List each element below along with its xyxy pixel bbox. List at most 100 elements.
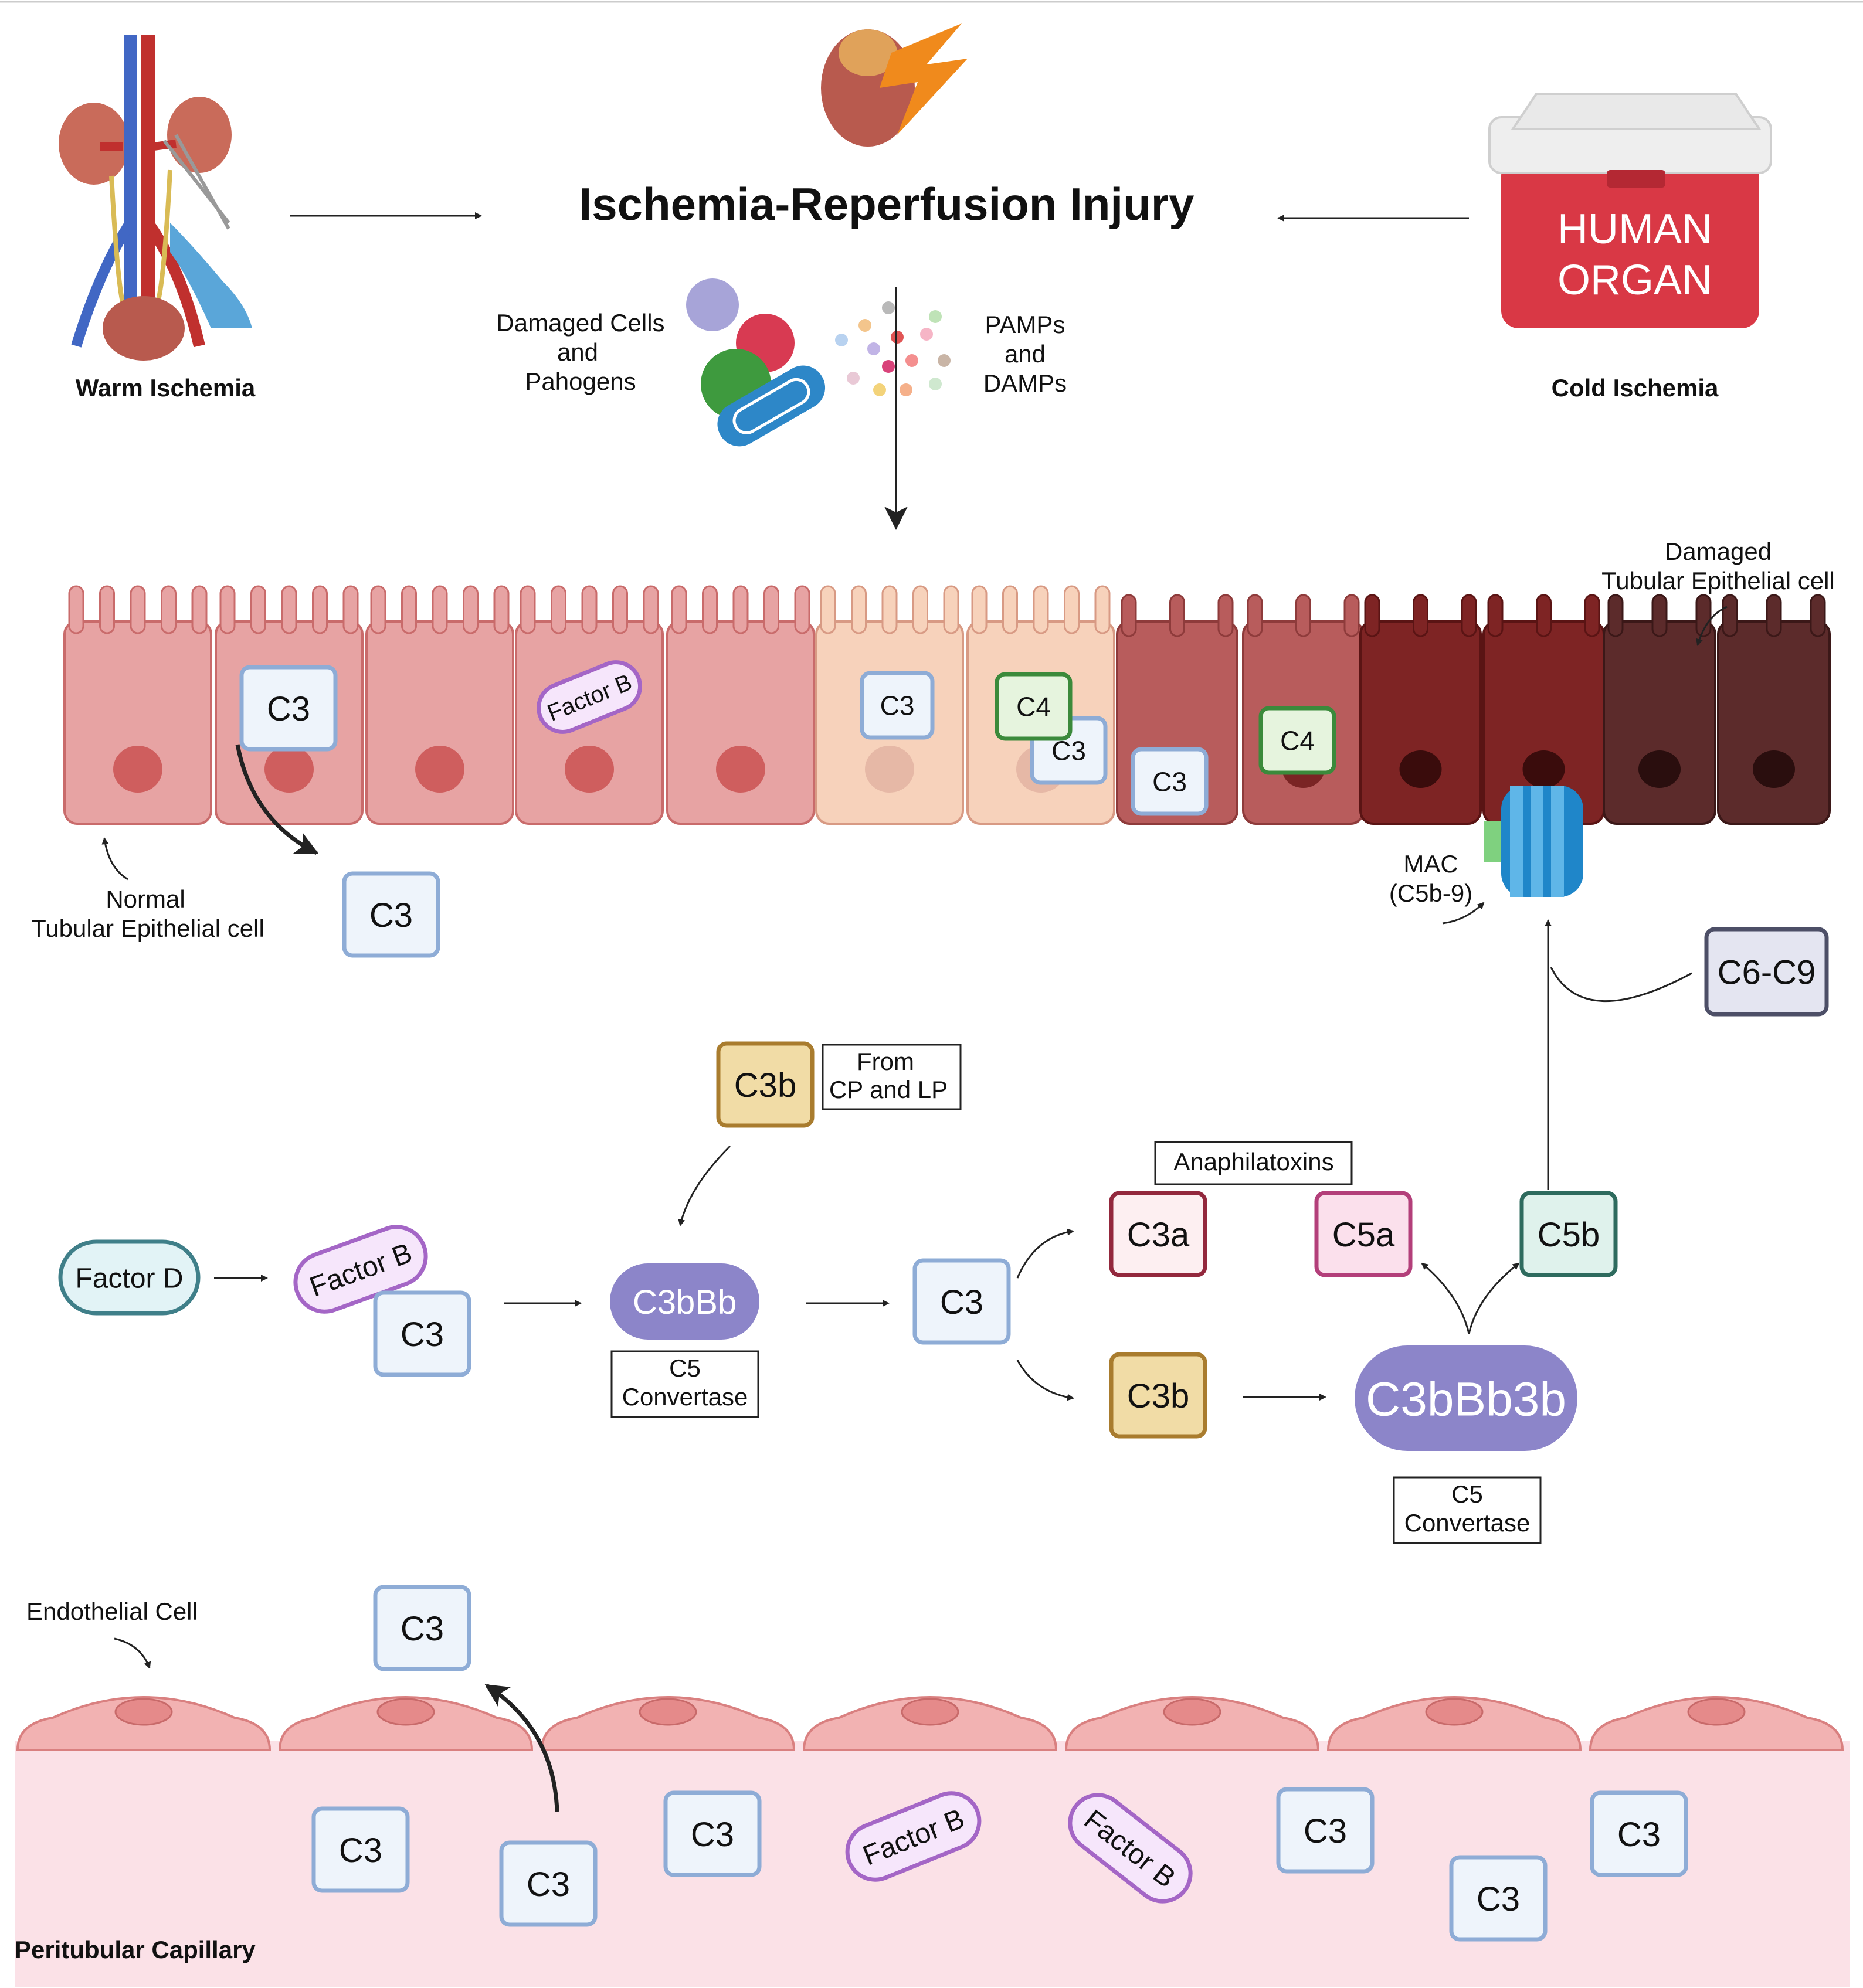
- epithelial-cell: [666, 585, 815, 825]
- c3-label: C3: [880, 691, 915, 721]
- c3-token: C3: [311, 1806, 410, 1893]
- endothelial-pointer: [114, 1637, 151, 1669]
- anaphylatoxins-label: Anaphilatoxins: [1173, 1148, 1333, 1175]
- endothelial-cell: [16, 1696, 272, 1751]
- damaged-cells-line3: Pahogens: [525, 368, 636, 395]
- factor-d-label: Factor D: [75, 1263, 183, 1294]
- c4-token: C4: [1258, 706, 1336, 775]
- epithelial-cell: [1717, 594, 1831, 825]
- endothelial-cell: [278, 1696, 534, 1751]
- convertase-label: C3bBb: [633, 1283, 737, 1321]
- peritubular-capillary: [15, 1741, 1850, 1987]
- warm-ischemia-illustration: [59, 35, 252, 361]
- c3-token: C3: [499, 1840, 598, 1927]
- c3-to-c3b-arrow: [1016, 1360, 1074, 1401]
- c3-label: C3: [1617, 1816, 1661, 1854]
- convertase-box-1: [610, 1350, 759, 1418]
- from-cp-lp-box: [822, 1044, 962, 1110]
- convertase-2-line1: C5: [1451, 1480, 1483, 1508]
- damaged-cell-line2: Tubular Epithelial cell: [1601, 567, 1835, 594]
- c3-label: C3: [940, 1283, 983, 1321]
- c4-label: C4: [1280, 726, 1315, 756]
- c3-label: C3: [527, 1865, 570, 1904]
- damaged-cells-line2: and: [557, 338, 598, 366]
- mac-pore-icon: [1484, 786, 1583, 897]
- epithelial-cell: [1603, 594, 1716, 825]
- c3-label: C3: [691, 1816, 734, 1854]
- normal-cell-pointer: [101, 837, 128, 881]
- diagram-title: Ischemia-Reperfusion Injury: [579, 178, 1195, 230]
- c3-token: C3: [373, 1585, 471, 1671]
- convertase-token: C3bBb: [610, 1263, 759, 1340]
- c3-token: C3: [860, 671, 935, 740]
- to-c5a-arrow: [1421, 1262, 1470, 1334]
- c6c9-label: C6-C9: [1718, 953, 1816, 991]
- pamps-line3: DAMPs: [983, 369, 1067, 397]
- from-cp-lp-line2: CP and LP: [829, 1076, 948, 1103]
- organ-box-line1: HUMAN: [1557, 206, 1712, 253]
- endothelial-cell: [1326, 1696, 1582, 1751]
- c3-transport-arrow: [484, 1684, 559, 1812]
- epithelial-cell: [365, 585, 514, 825]
- c3-label: C3: [1477, 1880, 1520, 1918]
- pamps-line1: PAMPs: [985, 311, 1065, 338]
- c5a-label: C5a: [1332, 1216, 1395, 1254]
- c3-label: C3: [401, 1610, 444, 1648]
- c4-label: C4: [1016, 692, 1051, 722]
- kidney-lightning-icon: [821, 23, 968, 147]
- mac-pointer-arrow: [1442, 902, 1485, 925]
- c6c9-to-mac-arrow: [1550, 967, 1692, 1002]
- c3-token: C3: [1449, 1855, 1548, 1942]
- c3-token: C3: [912, 1258, 1011, 1345]
- c6c9-token: C6-C9: [1704, 927, 1829, 1017]
- epithelial-cell: [63, 585, 212, 825]
- factor-b-token: Factor B: [293, 1225, 428, 1314]
- mac-line1: MAC: [1403, 850, 1458, 878]
- organ-cooler-icon: [1488, 93, 1772, 328]
- endothelial-cell: [540, 1696, 796, 1751]
- normal-cell-line1: Normal: [106, 885, 185, 913]
- convertase-label: C3bBb3b: [1366, 1373, 1566, 1426]
- c3b-label: C3b: [734, 1066, 796, 1105]
- convertase-box-2: [1393, 1476, 1542, 1544]
- pamps-dots-illustration: [835, 301, 951, 396]
- c3-label: C3: [339, 1831, 382, 1870]
- convertase-1-line1: C5: [669, 1354, 701, 1382]
- c3-to-c3a-arrow: [1016, 1228, 1074, 1279]
- c3-secretion-arrow: [235, 744, 319, 855]
- pamps-line2: and: [1005, 340, 1046, 368]
- c3-token: C3: [1131, 747, 1209, 816]
- epithelial-cell: [1482, 594, 1605, 825]
- c5a-token: C5a: [1314, 1191, 1413, 1277]
- damaged-cell-pointer: [1696, 606, 1728, 646]
- convertase-1-line2: Convertase: [622, 1383, 748, 1411]
- endothelial-cell: [802, 1696, 1058, 1751]
- endothelial-cell-label: Endothelial Cell: [26, 1598, 198, 1625]
- endothelial-cell: [1589, 1696, 1844, 1751]
- capillary-label: Peritubular Capillary: [15, 1936, 256, 1963]
- c3-token: C3: [1276, 1787, 1375, 1874]
- c5b-label: C5b: [1538, 1216, 1600, 1254]
- pathogens-illustration: [686, 278, 826, 447]
- c3-token: C3: [342, 871, 440, 958]
- c3-label: C3: [1304, 1812, 1347, 1850]
- c3b-label: C3b: [1127, 1377, 1189, 1415]
- c3-token: C3: [663, 1790, 762, 1877]
- warm-ischemia-label: Warm Ischemia: [76, 374, 256, 402]
- mac-line2: (C5b-9): [1389, 879, 1472, 907]
- endothelial-cell: [1064, 1696, 1320, 1751]
- c3-token: C3: [239, 665, 338, 752]
- c3b-input-arrow: [678, 1145, 731, 1226]
- damaged-cells-line1: Damaged Cells: [496, 309, 664, 337]
- cold-ischemia-label: Cold Ischemia: [1552, 374, 1719, 402]
- c3-label: C3: [1152, 767, 1187, 797]
- c3-token: C3: [373, 1290, 471, 1377]
- c3a-token: C3a: [1109, 1191, 1207, 1277]
- c3-label: C3: [369, 896, 413, 934]
- c3-token: C3: [1590, 1790, 1688, 1877]
- epithelial-cell: [1359, 594, 1482, 825]
- factor-d-token: Factor D: [58, 1239, 201, 1316]
- c3-label: C3: [401, 1316, 444, 1354]
- normal-cell-line2: Tubular Epithelial cell: [31, 915, 264, 942]
